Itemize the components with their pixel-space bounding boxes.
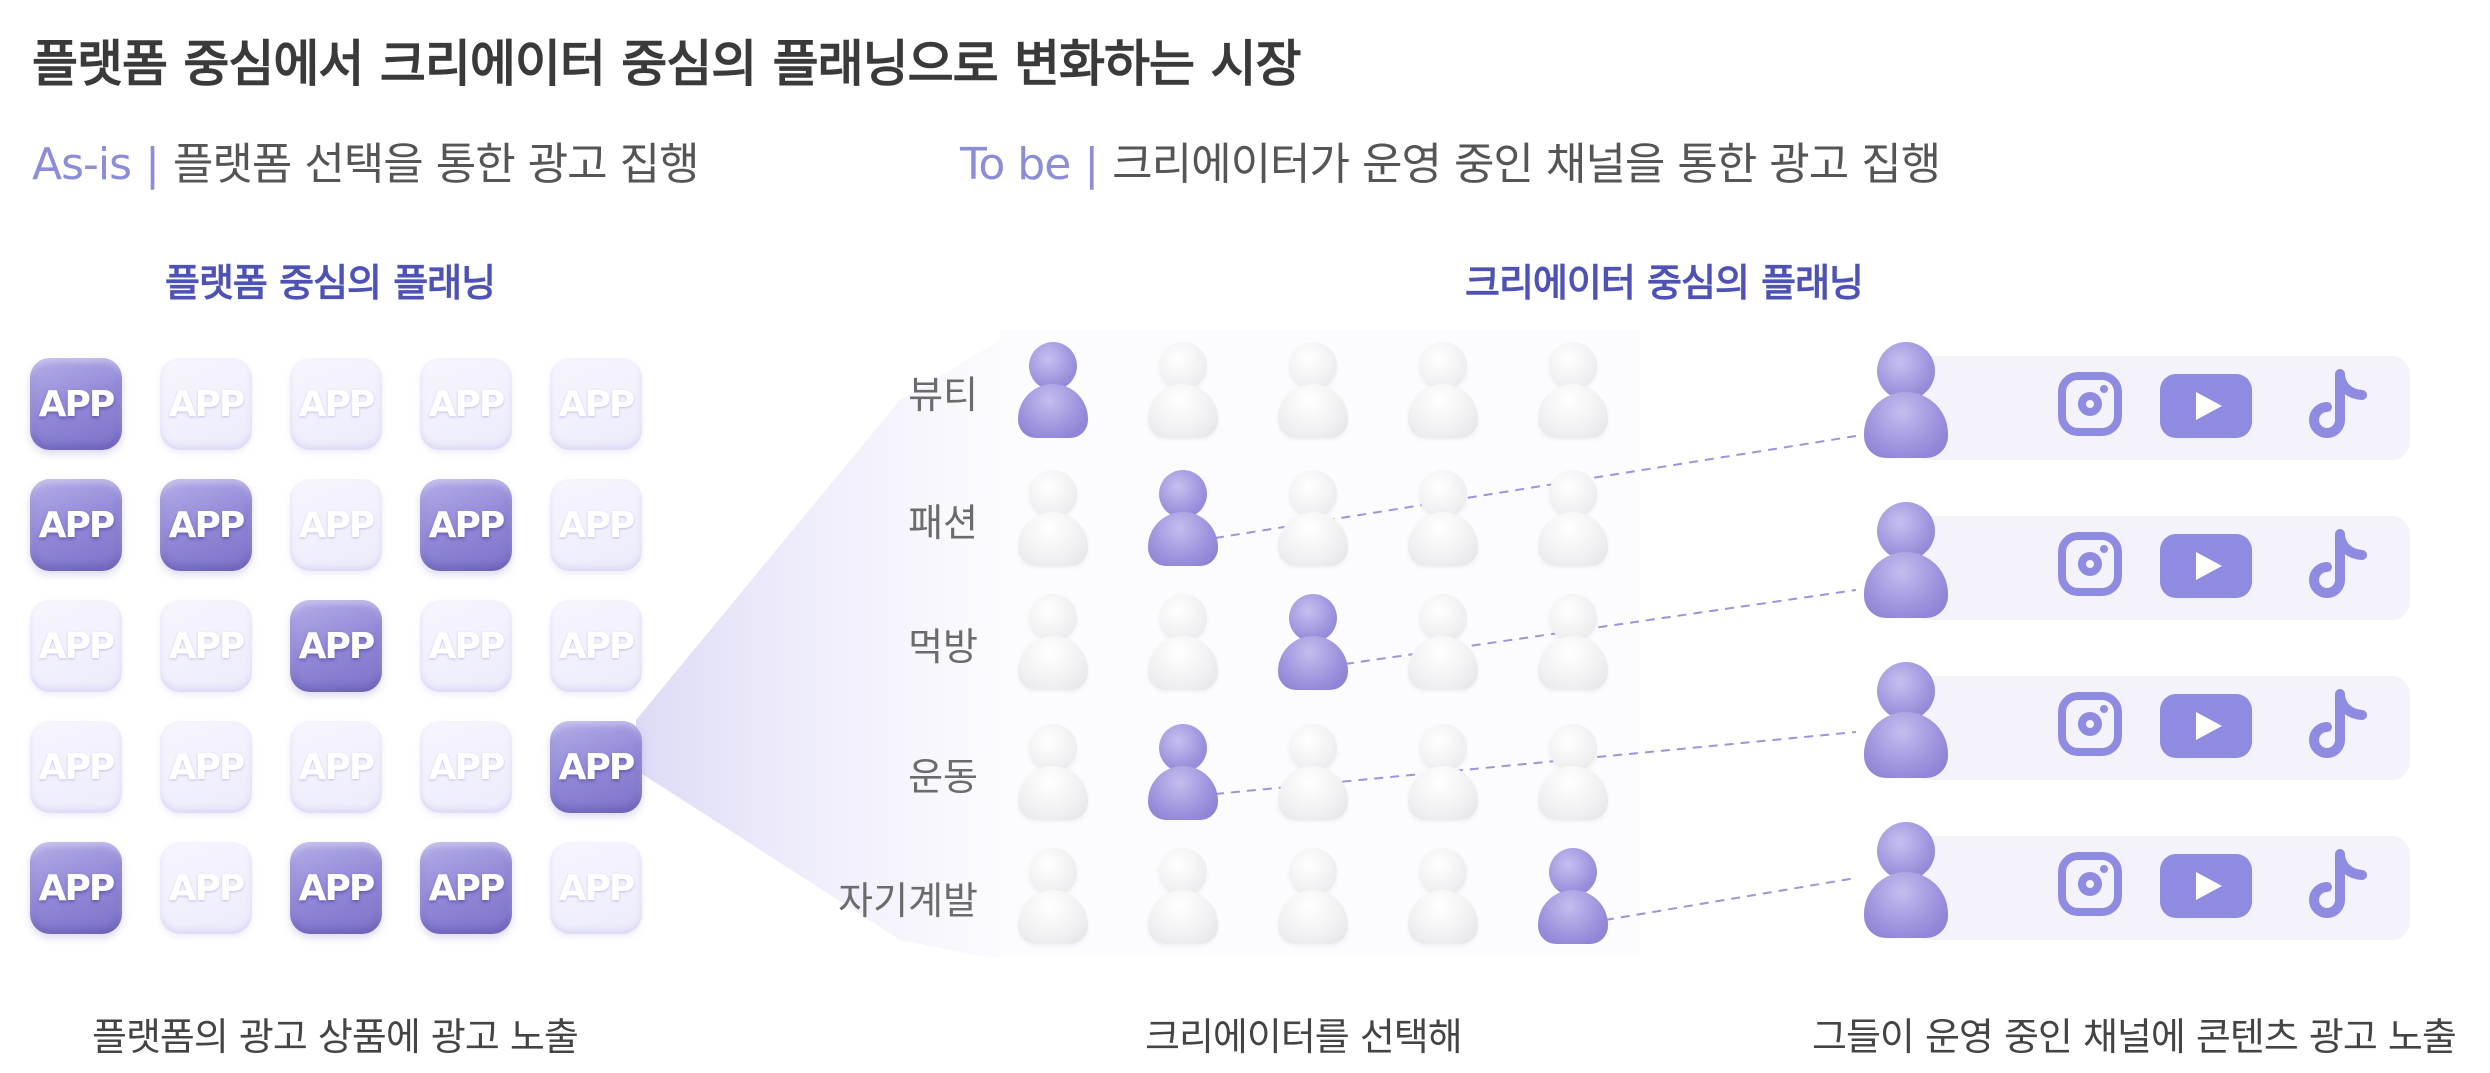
- tiktok-icon: [2304, 368, 2374, 444]
- creator-icon-selected: [1536, 848, 1610, 944]
- app-tile-selected: APP: [30, 358, 122, 450]
- creator-icon: [1406, 470, 1480, 566]
- creator-icon-selected: [1016, 342, 1090, 438]
- app-tile: APP: [290, 479, 382, 571]
- youtube-icon: [2160, 374, 2252, 438]
- app-tile-selected: APP: [420, 842, 512, 934]
- creator-avatar-icon: [1862, 502, 1950, 618]
- creator-icon: [1016, 470, 1090, 566]
- to-be-tag: To be: [960, 139, 1071, 190]
- app-tile: APP: [550, 600, 642, 692]
- creator-icon: [1406, 724, 1480, 820]
- app-tile: APP: [30, 721, 122, 813]
- creator-avatar-icon: [1862, 342, 1950, 458]
- creator-icon: [1406, 848, 1480, 944]
- instagram-icon: [2058, 692, 2122, 756]
- creator-icon: [1536, 470, 1610, 566]
- tiktok-icon: [2304, 848, 2374, 924]
- platform-caption: 플랫폼의 광고 상품에 광고 노출: [92, 1015, 579, 1059]
- category-label: 운동: [908, 755, 978, 799]
- app-tile-selected: APP: [550, 721, 642, 813]
- as-is-subtitle: As-is |플랫폼 선택을 통한 광고 집행: [32, 128, 700, 192]
- creator-icon: [1146, 594, 1220, 690]
- app-tile-selected: APP: [160, 479, 252, 571]
- youtube-icon: [2160, 694, 2252, 758]
- creator-icon: [1406, 594, 1480, 690]
- channel-caption: 그들이 운영 중인 채널에 콘텐츠 광고 노출: [1812, 1015, 2457, 1059]
- category-label: 뷰티: [908, 373, 978, 417]
- as-is-tag: As-is: [32, 139, 132, 190]
- page-title: 플랫폼 중심에서 크리에이터 중심의 플래닝으로 변화하는 시장: [32, 35, 1301, 93]
- app-tile: APP: [160, 358, 252, 450]
- app-tile: APP: [30, 600, 122, 692]
- creator-icon: [1146, 848, 1220, 944]
- platform-section-title: 플랫폼 중심의 플래닝: [165, 261, 496, 305]
- app-tile: APP: [160, 721, 252, 813]
- to-be-separator: |: [1084, 139, 1099, 190]
- category-label: 패션: [908, 501, 978, 545]
- creator-icon: [1016, 724, 1090, 820]
- creator-icon: [1146, 342, 1220, 438]
- app-tile-selected: APP: [30, 842, 122, 934]
- app-tile: APP: [290, 358, 382, 450]
- tiktok-icon: [2304, 688, 2374, 764]
- tiktok-icon: [2304, 528, 2374, 604]
- creator-icon: [1016, 848, 1090, 944]
- dashed-connector-line: [1214, 435, 1857, 539]
- creator-icon: [1536, 724, 1610, 820]
- creator-avatar-icon: [1862, 822, 1950, 938]
- creator-icon: [1016, 594, 1090, 690]
- creator-avatar-icon: [1862, 662, 1950, 778]
- app-tile: APP: [290, 721, 382, 813]
- category-label: 먹방: [908, 625, 978, 669]
- creator-icon: [1276, 724, 1350, 820]
- app-tile: APP: [160, 842, 252, 934]
- instagram-icon: [2058, 372, 2122, 436]
- instagram-icon: [2058, 532, 2122, 596]
- app-tile: APP: [160, 600, 252, 692]
- creator-icon-selected: [1146, 724, 1220, 820]
- zoom-funnel: [636, 340, 1000, 960]
- app-tile: APP: [550, 479, 642, 571]
- app-tile: APP: [550, 842, 642, 934]
- app-tile-selected: APP: [420, 479, 512, 571]
- creator-icon-selected: [1146, 470, 1220, 566]
- app-tile-selected: APP: [290, 842, 382, 934]
- app-tile: APP: [420, 600, 512, 692]
- app-tile-selected: APP: [30, 479, 122, 571]
- youtube-icon: [2160, 854, 2252, 918]
- dashed-connector-line: [1604, 877, 1857, 921]
- creator-select-caption: 크리에이터를 선택해: [1145, 1015, 1463, 1059]
- creator-icon: [1406, 342, 1480, 438]
- creator-icon: [1276, 848, 1350, 944]
- instagram-icon: [2058, 852, 2122, 916]
- app-tile: APP: [550, 358, 642, 450]
- to-be-text: 크리에이터가 운영 중인 채널을 통한 광고 집행: [1112, 139, 1941, 190]
- creator-icon: [1276, 342, 1350, 438]
- category-label: 자기계발: [838, 879, 978, 923]
- as-is-separator: |: [145, 139, 160, 190]
- creator-icon: [1536, 342, 1610, 438]
- creator-section-title: 크리에이터 중심의 플래닝: [1465, 261, 1864, 305]
- dashed-connector-line: [1214, 731, 1857, 795]
- as-is-text: 플랫폼 선택을 통한 광고 집행: [172, 139, 700, 190]
- app-tile-selected: APP: [290, 600, 382, 692]
- youtube-icon: [2160, 534, 2252, 598]
- to-be-subtitle: To be | 크리에이터가 운영 중인 채널을 통한 광고 집행: [960, 128, 1941, 192]
- app-tile: APP: [420, 358, 512, 450]
- creator-icon: [1536, 594, 1610, 690]
- creator-icon: [1276, 470, 1350, 566]
- app-tile: APP: [420, 721, 512, 813]
- creator-icon-selected: [1276, 594, 1350, 690]
